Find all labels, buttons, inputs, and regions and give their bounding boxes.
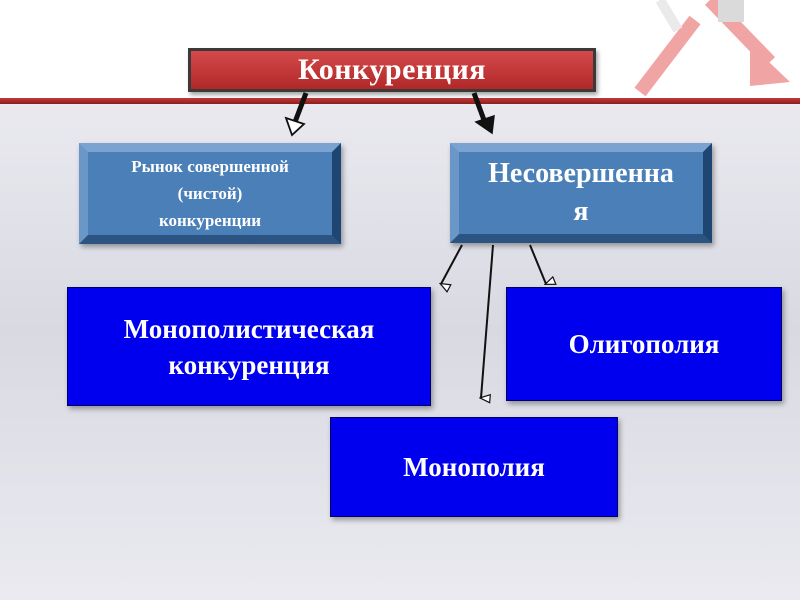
- arrow-imperfect-to-monocomp: [441, 244, 463, 284]
- monopoly-box: Монополия: [330, 417, 618, 517]
- perfect-line-3: конкуренции: [158, 211, 262, 230]
- arrow-head-perfect-icon: [284, 116, 306, 137]
- decorative-arrows-icon: [634, 0, 790, 96]
- arrow-imperfect-to-monopoly: [481, 244, 494, 398]
- imperfect-competition-box: Несовершенна я: [450, 143, 712, 243]
- competition-title: Конкуренция: [298, 53, 486, 86]
- arrow-imperfect-to-oligopoly: [529, 244, 546, 284]
- oligopoly-label: Олигополия: [568, 328, 720, 359]
- perfect-line-2: (чистой): [177, 184, 243, 203]
- perfect-competition-box: Рынок совершенной (чистой) конкуренции: [79, 143, 341, 244]
- arrow-title-to-perfect: [292, 92, 309, 123]
- monocomp-line-2: конкуренция: [168, 349, 330, 380]
- monopoly-label: Монополия: [403, 451, 545, 482]
- arrow-head-imperfect-icon: [474, 114, 495, 135]
- arrow-title-to-imperfect: [471, 92, 487, 121]
- perfect-line-1: Рынок совершенной: [131, 157, 289, 176]
- oligopoly-box: Олигополия: [506, 287, 782, 401]
- monopolistic-competition-box: Монополистическая конкуренция: [67, 287, 431, 406]
- monocomp-line-1: Монополистическая: [123, 313, 375, 344]
- header-divider-band: [0, 98, 800, 104]
- imperfect-line-1: Несовершенна: [488, 158, 674, 189]
- competition-title-box: Конкуренция: [188, 48, 596, 92]
- imperfect-line-2: я: [573, 196, 589, 227]
